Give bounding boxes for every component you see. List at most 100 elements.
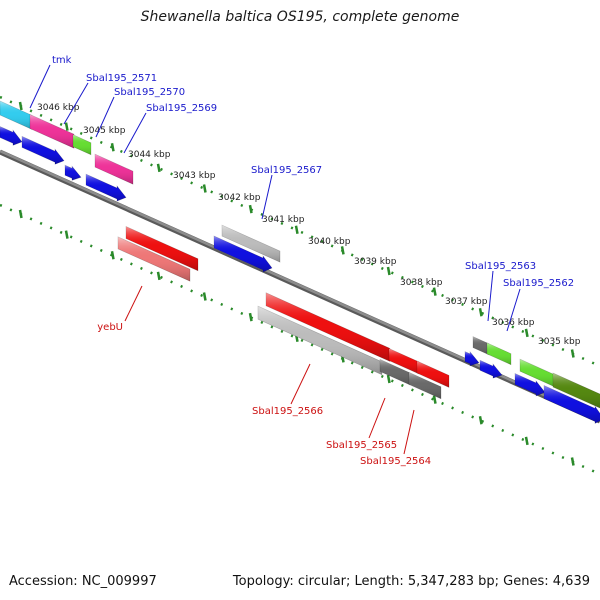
major-tick — [570, 349, 575, 358]
major-tick — [202, 184, 207, 193]
major-tick — [432, 287, 437, 296]
gene-sbal2571-arrow — [21, 135, 65, 165]
gene-sbal2567-bar — [221, 224, 281, 263]
gene-label-sbal2562: Sbal195_2562 — [503, 278, 574, 289]
gene-label-sbal2566: Sbal195_2566 — [252, 406, 323, 417]
major-tick — [478, 416, 483, 425]
gene-darkgreen-bar — [552, 372, 600, 409]
gene-sbal2570-arrow — [64, 164, 82, 181]
gene-tmk-bar-shade — [0, 101, 32, 130]
major-tick — [386, 374, 391, 384]
gene-label-sbal2564: Sbal195_2564 — [360, 456, 431, 467]
scale-label-1: 3045 kbp — [83, 126, 126, 136]
major-tick — [156, 163, 161, 173]
map-title: Shewanella baltica OS195, complete genom… — [140, 9, 460, 25]
gene-sbal2571-bar — [29, 114, 75, 149]
gene-yebU-red-bar — [125, 226, 199, 272]
gene-label-sbal2563: Sbal195_2563 — [465, 261, 536, 272]
scale-label-11: 3035 kbp — [538, 337, 581, 347]
scale-label-3: 3043 kbp — [173, 171, 216, 181]
gene-sbal2569-arrow — [85, 173, 127, 202]
gene-blue-arrow-b-shade — [544, 385, 600, 424]
major-tick — [432, 395, 437, 404]
gene-label-tmk: tmk — [52, 55, 72, 66]
leader-sbal2562 — [506, 288, 521, 332]
gene-sbal2566-bar-shade — [258, 306, 382, 375]
major-tick — [248, 312, 253, 322]
major-tick — [156, 271, 161, 281]
gene-sbal2570-bar-shade — [73, 134, 91, 155]
major-tick — [524, 436, 529, 446]
gene-yebU-bar — [117, 236, 191, 282]
scale-label-9: 3037 kbp — [445, 297, 488, 307]
gene-sbal2562-arrow-shade — [480, 360, 502, 379]
major-tick — [294, 225, 299, 234]
leader-sbal2566 — [290, 363, 311, 405]
scale-label-5: 3041 kbp — [262, 215, 305, 225]
major-tick — [64, 230, 69, 239]
topology-text: Topology: circular; Length: 5,347,283 bp… — [232, 574, 590, 589]
gene-sbal2566-bar — [257, 305, 383, 376]
gene-darkgreen-bar-shade — [553, 373, 600, 409]
scale-label-10: 3036 kbp — [492, 318, 535, 328]
gene-blue-arrow-a-shade — [515, 373, 545, 396]
leader-sbal2564 — [403, 409, 415, 455]
gene-label-sbal2567: Sbal195_2567 — [251, 165, 322, 176]
gene-sbal2565-bar — [379, 358, 411, 386]
gene-sbal2567-bar-shade — [222, 225, 280, 263]
gene-sbal2567-arrow-shade — [214, 236, 272, 272]
gene-sbal2564-red-bar — [416, 360, 450, 388]
gene-label-yebU: yebU — [97, 322, 123, 333]
scale-label-0: 3046 kbp — [37, 103, 80, 113]
gene-sbal2570-arrow-shade — [65, 165, 81, 181]
gene-sbal2563-arrow — [464, 350, 480, 367]
leader-sbal2569 — [123, 112, 147, 154]
major-tick — [110, 251, 115, 260]
gene-sbal2562-arrow — [479, 359, 503, 379]
gene-sbal2564-red-bar-shade — [417, 361, 449, 388]
scale-label-2: 3044 kbp — [128, 150, 171, 160]
scale-label-6: 3040 kbp — [308, 237, 351, 247]
major-tick — [478, 308, 483, 317]
major-tick — [202, 292, 207, 301]
major-tick — [570, 457, 575, 466]
accession-text: Accession: NC_009997 — [9, 574, 157, 589]
gene-sbal2563-bar-shade — [473, 336, 489, 355]
gene-sbal2562-bar — [486, 342, 512, 366]
gene-yebU-red-bar-shade — [126, 226, 198, 271]
gene-sbal2563-bar — [472, 336, 490, 356]
major-tick — [248, 204, 253, 214]
leader-sbal2570 — [95, 96, 115, 138]
scale-label-7: 3039 kbp — [354, 257, 397, 267]
tick-track-inner — [0, 203, 600, 476]
gene-label-sbal2570: Sbal195_2570 — [114, 87, 185, 98]
gene-sbal2566-red-bar-shade — [266, 292, 390, 362]
gene-sbal2570-bar — [72, 134, 92, 156]
gene-sbal2564-bar-shade — [409, 372, 441, 399]
gene-green-bar-shade — [520, 359, 554, 387]
scale-label-4: 3042 kbp — [218, 193, 261, 203]
gene-label-sbal2569: Sbal195_2569 — [146, 103, 217, 114]
gene-blue-arrow-a — [514, 373, 546, 397]
leader-tmk — [29, 64, 51, 109]
major-tick — [524, 328, 529, 338]
gene-label-sbal2565: Sbal195_2565 — [326, 440, 397, 451]
gene-sbal2569-bar — [94, 153, 134, 185]
scale-label-8: 3038 kbp — [400, 278, 443, 288]
leader-sbal2565 — [368, 397, 386, 439]
gene-sbal2563-arrow-shade — [465, 351, 479, 366]
gene-tmk-arrow-shade — [0, 126, 22, 146]
gene-sbal2564-bar — [408, 371, 442, 400]
gene-label-sbal2571: Sbal195_2571 — [86, 73, 157, 84]
gene-tmk-bar — [0, 100, 33, 130]
gene-sbal2569-arrow-shade — [86, 174, 126, 201]
gene-tmk-arrow — [0, 126, 23, 146]
leader-sbal2563 — [487, 270, 494, 322]
leader-sbal2567 — [261, 174, 273, 220]
gene-sbal2566-red-bar — [265, 292, 391, 362]
major-tick — [18, 209, 23, 219]
gene-sbal2565-red-bar-shade — [389, 348, 419, 374]
major-tick — [386, 266, 391, 276]
gene-sbal2565-bar-shade — [380, 359, 410, 385]
